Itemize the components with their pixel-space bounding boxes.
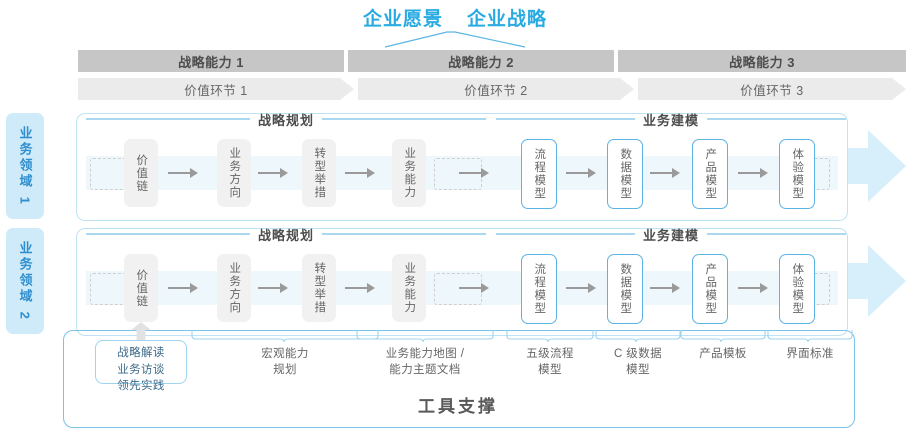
brace-capability-map-icon bbox=[356, 330, 494, 343]
node-business-capability-2[interactable]: 业务能力 bbox=[392, 254, 426, 322]
arrow-icon bbox=[738, 283, 768, 293]
section-header-planning-1: 战略规划 bbox=[86, 111, 487, 128]
node-process-model-1[interactable]: 流程模型 bbox=[521, 139, 557, 209]
annotation-input-sources: 战略解读 业务访谈 领先实践 bbox=[95, 340, 187, 392]
section-header-planning-2: 战略规划 bbox=[86, 226, 487, 243]
tool-support-container bbox=[63, 330, 855, 428]
divider-line bbox=[496, 118, 635, 120]
arrow-icon bbox=[168, 283, 198, 293]
arrow-icon bbox=[345, 283, 375, 293]
divider-line bbox=[322, 233, 487, 235]
annotation-line: 界面标准 bbox=[786, 348, 834, 360]
title-strategy: 企业战略 bbox=[467, 9, 548, 30]
arrow-icon bbox=[345, 168, 375, 178]
node-data-model-2[interactable]: 数据模型 bbox=[607, 254, 643, 324]
value-chevron-1: 价值环节 1 bbox=[78, 78, 354, 100]
divider-line bbox=[86, 233, 250, 235]
brace-data-model-icon bbox=[595, 330, 681, 343]
node-data-model-1[interactable]: 数据模型 bbox=[607, 139, 643, 209]
value-chevron-3: 价值环节 3 bbox=[638, 78, 906, 100]
title-vision: 企业愿景 bbox=[362, 9, 443, 30]
node-experience-model-2[interactable]: 体验模型 bbox=[779, 254, 815, 324]
capability-bar-3: 战略能力 3 bbox=[618, 50, 906, 72]
annotation-line: 模型 bbox=[538, 363, 562, 376]
arrow-icon bbox=[258, 283, 288, 293]
arrow-icon bbox=[566, 168, 596, 178]
brace-ui-standard-icon bbox=[767, 330, 853, 343]
value-chevron-2: 价值环节 2 bbox=[358, 78, 634, 100]
node-product-model-1[interactable]: 产品模型 bbox=[692, 139, 728, 209]
divider-line bbox=[707, 233, 847, 235]
arrow-icon bbox=[258, 168, 288, 178]
annotation-line: 能力主题文档 bbox=[389, 363, 461, 376]
node-business-direction-1[interactable]: 业务方向 bbox=[217, 139, 251, 207]
annotation-data-model: C 级数据 模型 bbox=[590, 347, 686, 378]
node-product-model-2[interactable]: 产品模型 bbox=[692, 254, 728, 324]
capability-bar-1: 战略能力 1 bbox=[78, 50, 344, 72]
annotation-line: 规划 bbox=[273, 363, 297, 376]
section-header-modeling-2: 业务建模 bbox=[496, 226, 847, 243]
arrow-icon bbox=[566, 283, 596, 293]
arrow-icon bbox=[459, 168, 489, 178]
divider-line bbox=[86, 118, 250, 120]
footer-tool-support-label: 工具支撑 bbox=[418, 397, 498, 416]
annotation-line: 战略解读 bbox=[117, 347, 165, 359]
node-value-chain-2[interactable]: 价值链 bbox=[124, 254, 158, 322]
brace-macro-capability-icon bbox=[191, 330, 379, 343]
brace-process-model-icon bbox=[506, 330, 594, 343]
arrow-icon bbox=[650, 283, 680, 293]
arrow-icon bbox=[738, 168, 768, 178]
domain-label-2: 业务领域 2 bbox=[6, 228, 44, 334]
divider-line bbox=[496, 233, 635, 235]
title-connector-icon bbox=[385, 31, 525, 48]
annotation-line: 宏观能力 bbox=[261, 348, 309, 360]
node-value-chain-1[interactable]: 价值链 bbox=[124, 139, 158, 207]
brace-product-template-icon bbox=[680, 330, 766, 343]
divider-line bbox=[707, 118, 847, 120]
node-business-capability-1[interactable]: 业务能力 bbox=[392, 139, 426, 207]
annotation-line: 业务访谈 bbox=[117, 363, 165, 376]
arrow-icon bbox=[459, 283, 489, 293]
section-title-planning: 战略规划 bbox=[258, 227, 315, 243]
annotation-ui-standard: 界面标准 bbox=[762, 347, 858, 363]
capability-bar-2: 战略能力 2 bbox=[348, 50, 614, 72]
node-transformation-2[interactable]: 转型举措 bbox=[302, 254, 336, 322]
arrow-icon bbox=[168, 168, 198, 178]
section-title-planning: 战略规划 bbox=[258, 112, 315, 128]
annotation-line: 五级流程 bbox=[526, 348, 574, 360]
annotation-line: 模型 bbox=[626, 363, 650, 376]
domain-label-1: 业务领域 1 bbox=[6, 113, 44, 219]
arrow-icon bbox=[650, 168, 680, 178]
node-experience-model-1[interactable]: 体验模型 bbox=[779, 139, 815, 209]
annotation-process-model: 五级流程 模型 bbox=[500, 347, 600, 378]
annotation-line: 业务能力地图 / bbox=[385, 348, 465, 360]
annotation-macro-capability: 宏观能力 规划 bbox=[215, 347, 355, 378]
node-transformation-1[interactable]: 转型举措 bbox=[302, 139, 336, 207]
annotation-line: C 级数据 bbox=[614, 348, 662, 360]
node-business-direction-2[interactable]: 业务方向 bbox=[217, 254, 251, 322]
section-title-modeling: 业务建模 bbox=[643, 227, 700, 243]
annotation-line: 领先实践 bbox=[117, 380, 165, 393]
divider-line bbox=[322, 118, 487, 120]
section-header-modeling-1: 业务建模 bbox=[496, 111, 847, 128]
diagram-title: 企业愿景 企业战略 bbox=[0, 4, 910, 31]
section-title-modeling: 业务建模 bbox=[643, 112, 700, 128]
annotation-line: 产品模板 bbox=[699, 348, 747, 360]
annotation-product-template: 产品模板 bbox=[675, 347, 771, 363]
node-process-model-2[interactable]: 流程模型 bbox=[521, 254, 557, 324]
annotation-capability-map: 业务能力地图 / 能力主题文档 bbox=[355, 347, 495, 378]
